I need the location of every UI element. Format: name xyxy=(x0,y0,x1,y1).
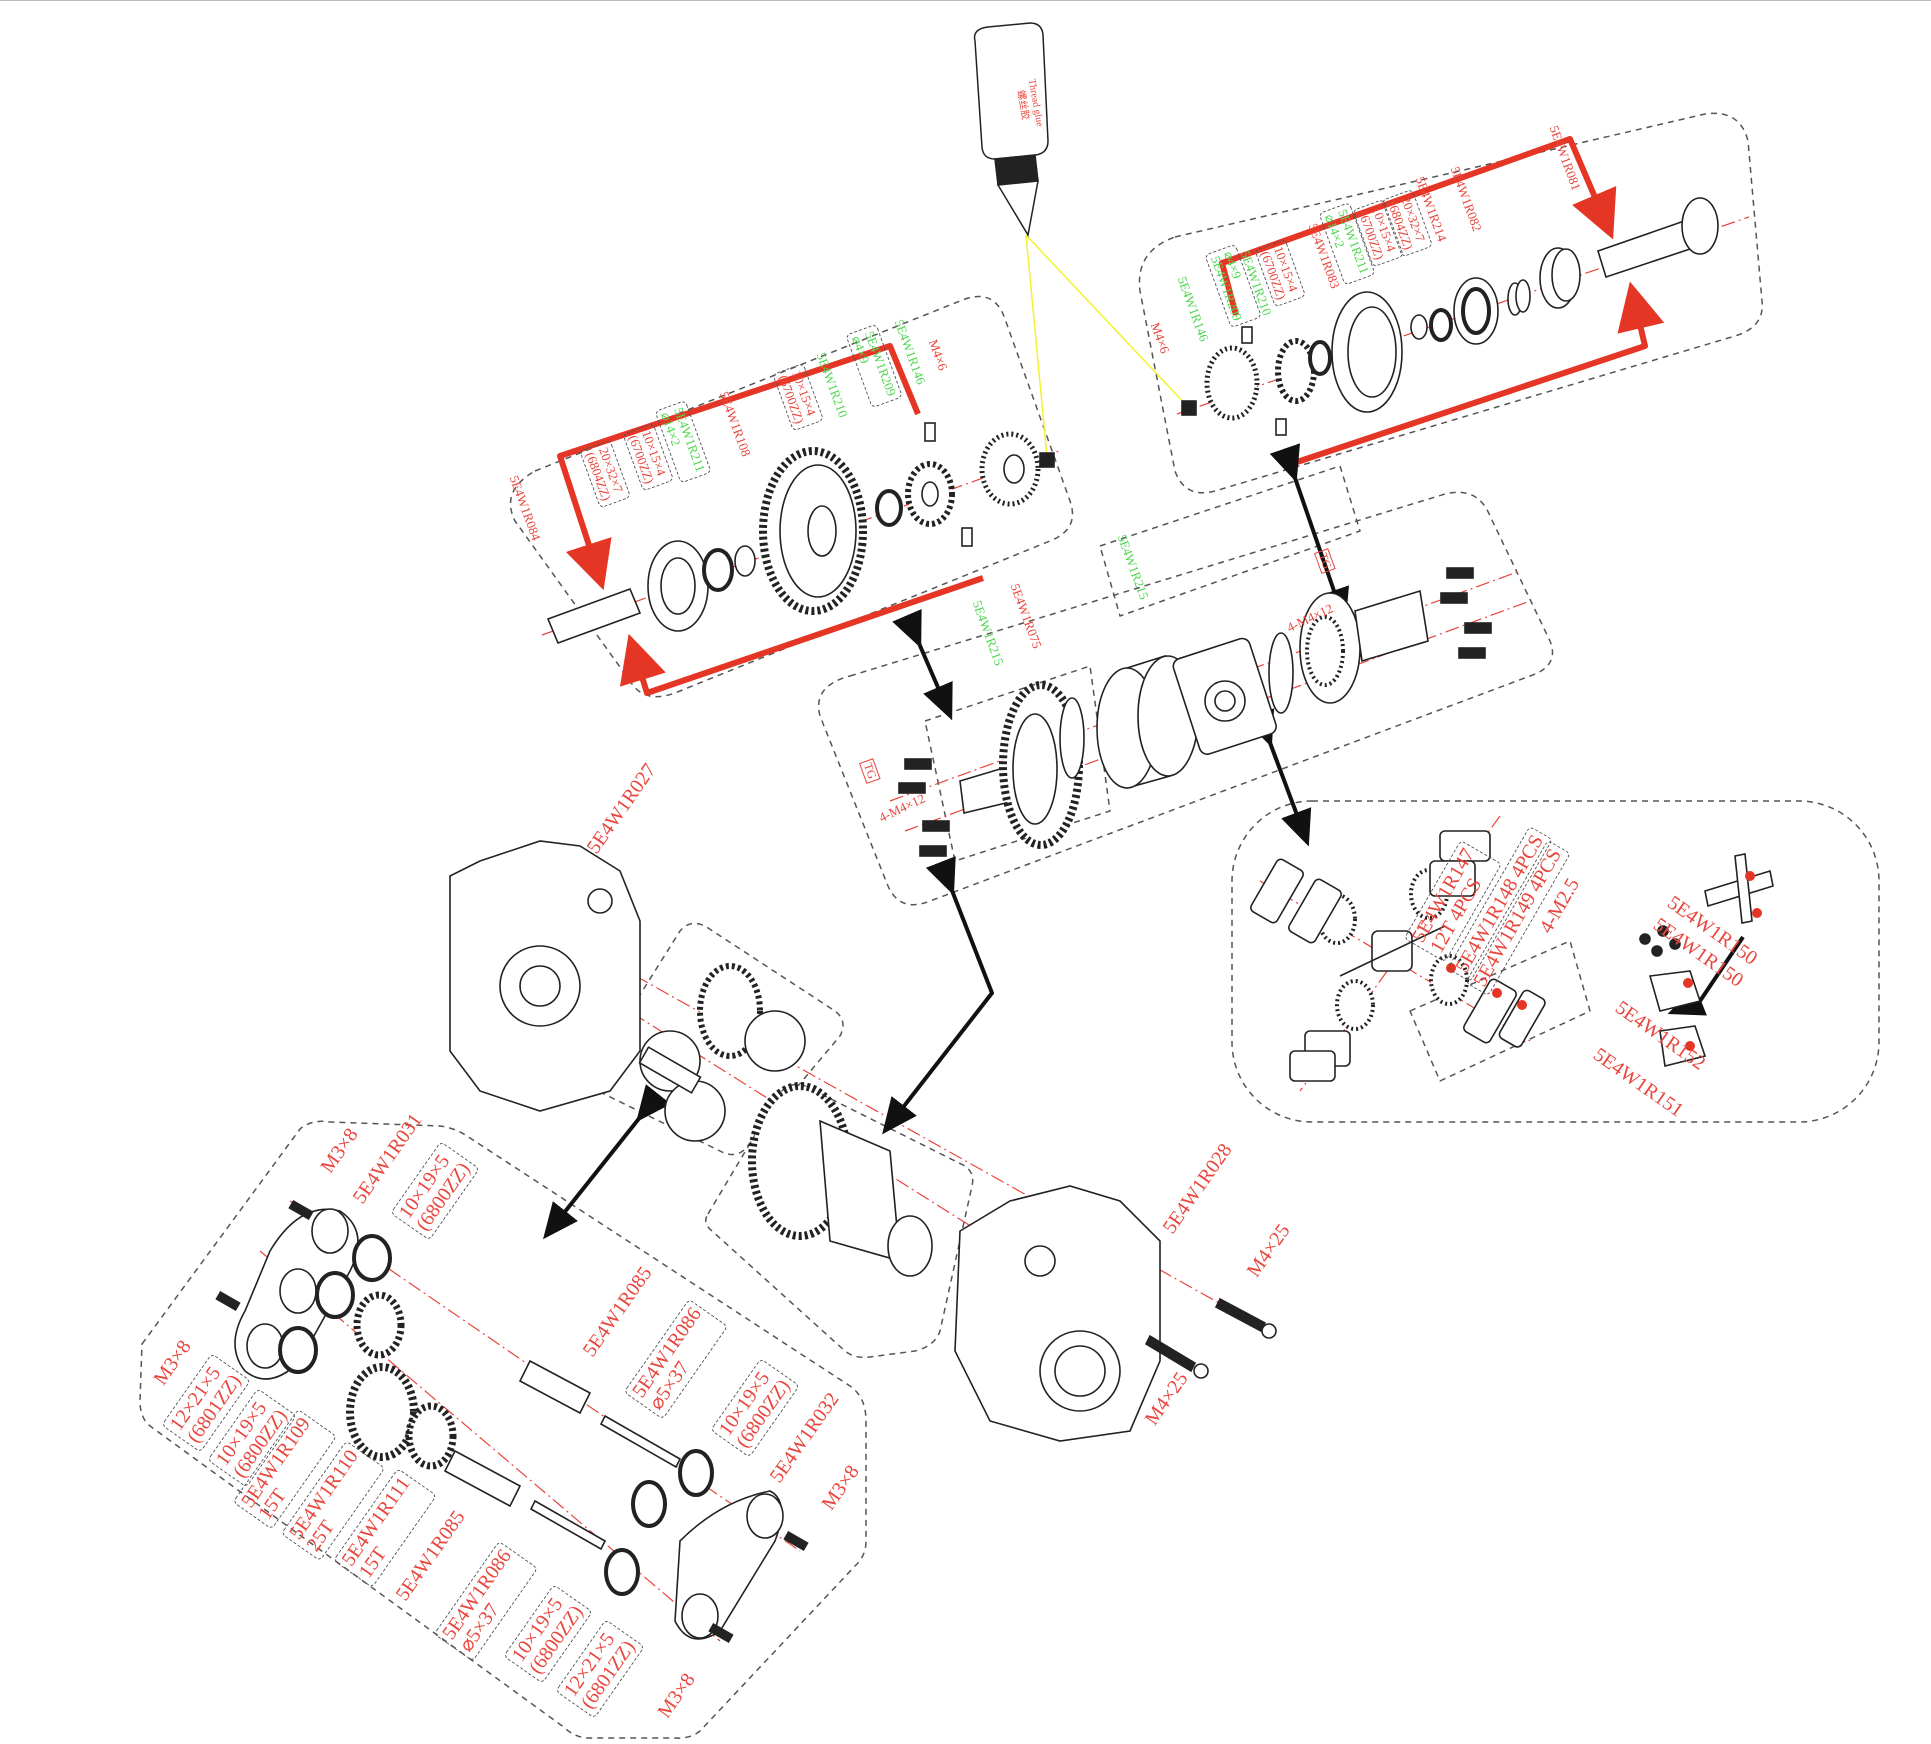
output-cup xyxy=(1354,589,1429,663)
screws-m2-5 xyxy=(1639,925,1681,957)
group-outline-rear-gear xyxy=(1138,112,1763,494)
pin xyxy=(924,422,936,442)
gear-r111 xyxy=(405,1402,457,1470)
small-gear-r210 xyxy=(905,461,955,527)
washer xyxy=(734,545,756,577)
gear-r109 xyxy=(353,1291,405,1359)
pin xyxy=(1275,418,1287,436)
gearbox-housing-r027 xyxy=(449,840,641,1112)
bearing xyxy=(352,1234,392,1282)
bearing xyxy=(875,489,903,527)
carrier-plates xyxy=(1250,830,1546,1082)
bevel-gear-r146 xyxy=(979,431,1041,507)
thread-glue-bottle xyxy=(973,22,1049,238)
plate-r031 xyxy=(234,1208,359,1380)
pin xyxy=(1241,326,1253,344)
plate-r032 xyxy=(674,1490,784,1640)
screws-left xyxy=(898,758,950,857)
pin xyxy=(961,527,973,547)
pin-r086 xyxy=(529,1499,607,1551)
disc-r083 xyxy=(1331,291,1403,413)
group-outline-diff-internals xyxy=(1231,800,1880,1123)
diff-carrier xyxy=(1172,637,1277,755)
spur-gear-r108 xyxy=(759,447,867,615)
screw-m3x8 xyxy=(215,1199,809,1644)
cross-shaft-r150 xyxy=(1704,853,1774,924)
spring-r214 xyxy=(1507,279,1531,316)
part-r082 xyxy=(1539,247,1581,309)
cap-r151 xyxy=(1659,1025,1707,1067)
gearbox-housing-r028 xyxy=(954,1185,1161,1442)
washer xyxy=(1410,314,1428,340)
bearing xyxy=(702,548,734,592)
bevel-housing xyxy=(1299,592,1361,704)
bearing xyxy=(278,1326,318,1374)
pin-r086 xyxy=(599,1414,682,1469)
shaft-r081 xyxy=(1597,197,1719,279)
bearing xyxy=(1308,340,1332,376)
spider-cross xyxy=(1339,925,1446,977)
bearing xyxy=(631,1480,667,1528)
spacer-r215 xyxy=(1059,697,1085,779)
shaft-r085 xyxy=(518,1359,592,1415)
group-outline-planetary-gears xyxy=(139,1120,867,1739)
gear-r110 xyxy=(346,1363,418,1461)
group-outline-center-diff xyxy=(817,491,1554,906)
bevel-gear xyxy=(1204,345,1260,421)
spacer-r215 xyxy=(1268,632,1294,714)
bearing xyxy=(678,1449,714,1497)
screw-m4x6 xyxy=(1039,452,1055,468)
screw-m4x6 xyxy=(1181,400,1197,416)
bearing xyxy=(604,1548,640,1596)
screws-right xyxy=(1440,567,1492,659)
planetary-assembly xyxy=(638,963,806,1142)
screw-m4x25 xyxy=(1144,1334,1209,1379)
center-diff-assembly xyxy=(748,1082,933,1277)
bearing xyxy=(1453,277,1499,345)
bearing xyxy=(647,540,709,632)
screw-m4x25 xyxy=(1214,1297,1277,1339)
bearing xyxy=(1429,308,1453,342)
shaft-r084 xyxy=(546,587,642,645)
small-gear xyxy=(1275,338,1317,404)
bearing xyxy=(315,1271,355,1319)
shaft-r085 xyxy=(443,1449,522,1508)
